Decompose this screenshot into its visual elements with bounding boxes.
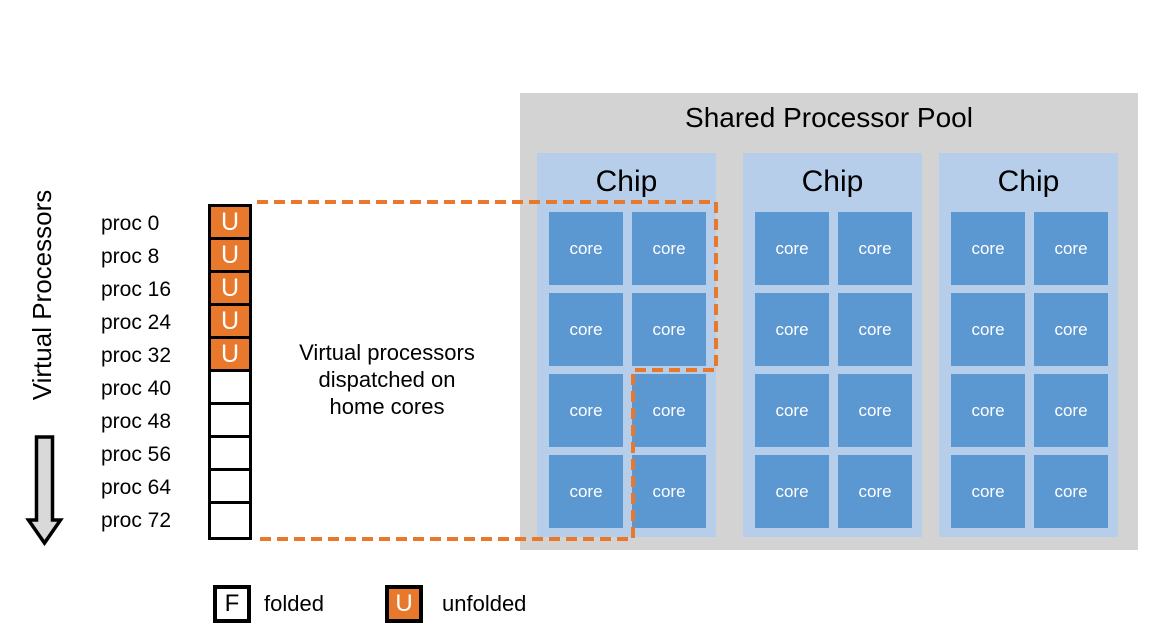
dispatch-annotation-line: home cores [329,394,445,419]
dispatch-annotation-line: Virtual processors [299,340,475,365]
core-cell: core [838,293,912,366]
core-cell: core [951,374,1025,447]
dispatch-annotation: Virtual processors dispatched on home co… [267,339,507,420]
core-cell: core [755,455,829,528]
core-cell: core [1034,374,1108,447]
vp-cell-blank [211,471,249,504]
proc-label: proc 72 [101,509,172,532]
vp-cell-unfolded: U [211,207,249,240]
core-cell: core [549,374,623,447]
core-cell: core [549,293,623,366]
core-cell: core [951,293,1025,366]
chip-title: Chip [595,165,658,198]
core-cell: core [632,293,706,366]
pool-title: Shared Processor Pool [685,102,973,133]
core-cell: core [1034,293,1108,366]
virtual-processors-axis-label: Virtual Processors [27,189,57,401]
folded-swatch: F [213,585,251,623]
core-cell: core [838,374,912,447]
chip-title: Chip [801,165,864,198]
core-cell: core [951,212,1025,285]
vp-cell-unfolded: U [211,306,249,339]
proc-label: proc 0 [101,212,160,235]
core-cell: core [755,293,829,366]
core-cell: core [951,455,1025,528]
core-cell: core [632,374,706,447]
vp-cell-unfolded: U [211,240,249,273]
core-cell: core [632,212,706,285]
vp-cell-unfolded: U [211,339,249,372]
core-cell: core [838,212,912,285]
legend-item-unfolded: U unfolded [385,585,526,623]
core-cell: core [838,455,912,528]
unfolded-label: unfolded [442,591,527,616]
unfolded-swatch: U [385,585,423,623]
proc-label: proc 56 [101,443,172,466]
proc-label: proc 48 [101,410,172,433]
proc-label: proc 32 [101,344,172,367]
core-cell: core [549,212,623,285]
chip-title: Chip [997,165,1060,198]
proc-label: proc 40 [101,377,172,400]
core-cell: core [549,455,623,528]
proc-label: proc 8 [101,245,160,268]
core-cell: core [755,374,829,447]
vp-cell-blank [211,504,249,537]
vp-cell-blank [211,438,249,471]
core-cell: core [1034,212,1108,285]
proc-label: proc 64 [101,476,172,499]
proc-label: proc 24 [101,311,172,334]
dispatch-annotation-line: dispatched on [318,367,456,392]
folded-label: folded [264,591,324,616]
core-cell: core [632,455,706,528]
core-cell: core [1034,455,1108,528]
vp-cell-blank [211,372,249,405]
vp-cell-unfolded: U [211,273,249,306]
core-cell: core [755,212,829,285]
legend-item-folded: F folded [213,585,324,623]
vp-cell-blank [211,405,249,438]
proc-label: proc 16 [101,278,172,301]
